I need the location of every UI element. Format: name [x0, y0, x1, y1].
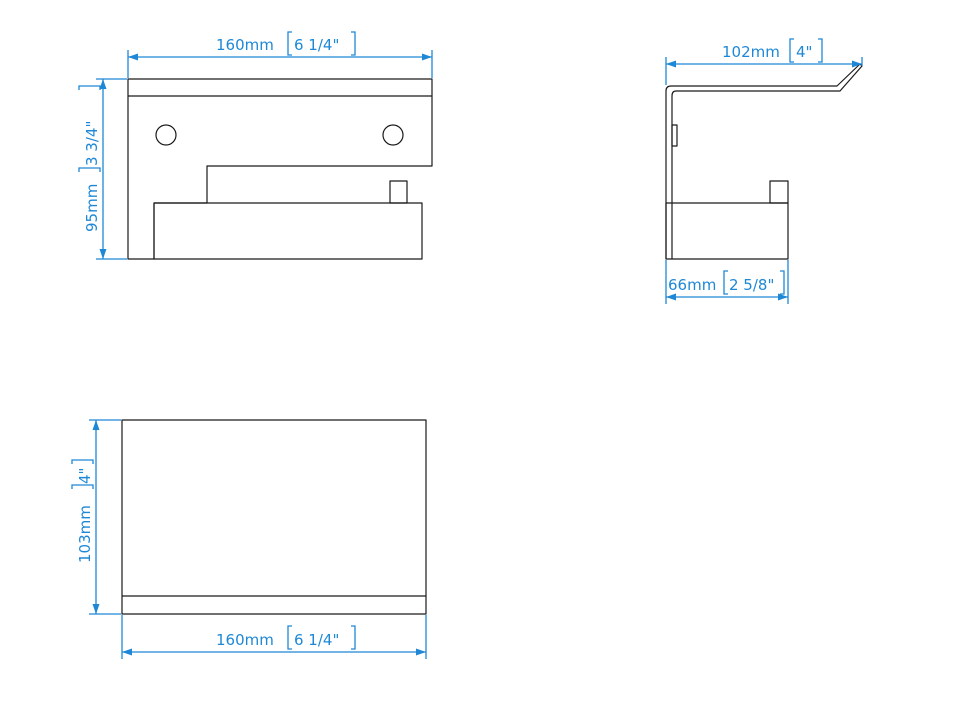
top-depth-mm: 103mm	[76, 505, 94, 563]
front-height-mm: 95mm	[83, 184, 101, 232]
mounting-hole-left	[155, 124, 177, 146]
top-width-in: 6 1/4"	[294, 631, 339, 649]
top-width-dimension: 160mm 6 1/4"	[121, 615, 427, 659]
top-depth-in: 4"	[76, 468, 94, 484]
top-depth-dimension: 103mm 4"	[71, 419, 121, 615]
top-plate	[121, 419, 427, 615]
side-base-in: 2 5/8"	[729, 276, 774, 294]
front-view: 160mm 6 1/4" 95mm 3 3/4"	[78, 31, 433, 260]
side-depth-mm: 102mm	[722, 43, 780, 61]
top-width-mm: 160mm	[216, 631, 274, 649]
side-depth-in: 4"	[796, 43, 812, 61]
shelf-box	[153, 202, 423, 260]
side-depth-dimension: 102mm 4"	[665, 38, 863, 85]
front-width-in: 6 1/4"	[294, 36, 339, 54]
side-tab	[671, 124, 678, 147]
mounting-hole-right	[382, 124, 404, 146]
front-width-mm: 160mm	[216, 36, 274, 54]
front-height-in: 3 3/4"	[83, 121, 101, 166]
side-base-dimension: 66mm 2 5/8"	[665, 260, 789, 304]
peg	[389, 180, 408, 204]
side-peg	[769, 180, 789, 204]
side-view: 102mm 4" 66mm 2 5/8"	[665, 38, 863, 304]
front-width-dimension: 160mm 6 1/4"	[127, 31, 433, 78]
top-view: 160mm 6 1/4" 103mm 4"	[71, 419, 427, 659]
side-base-mm: 66mm	[668, 276, 716, 294]
front-height-dimension: 95mm 3 3/4"	[78, 78, 127, 260]
side-box	[665, 202, 789, 260]
